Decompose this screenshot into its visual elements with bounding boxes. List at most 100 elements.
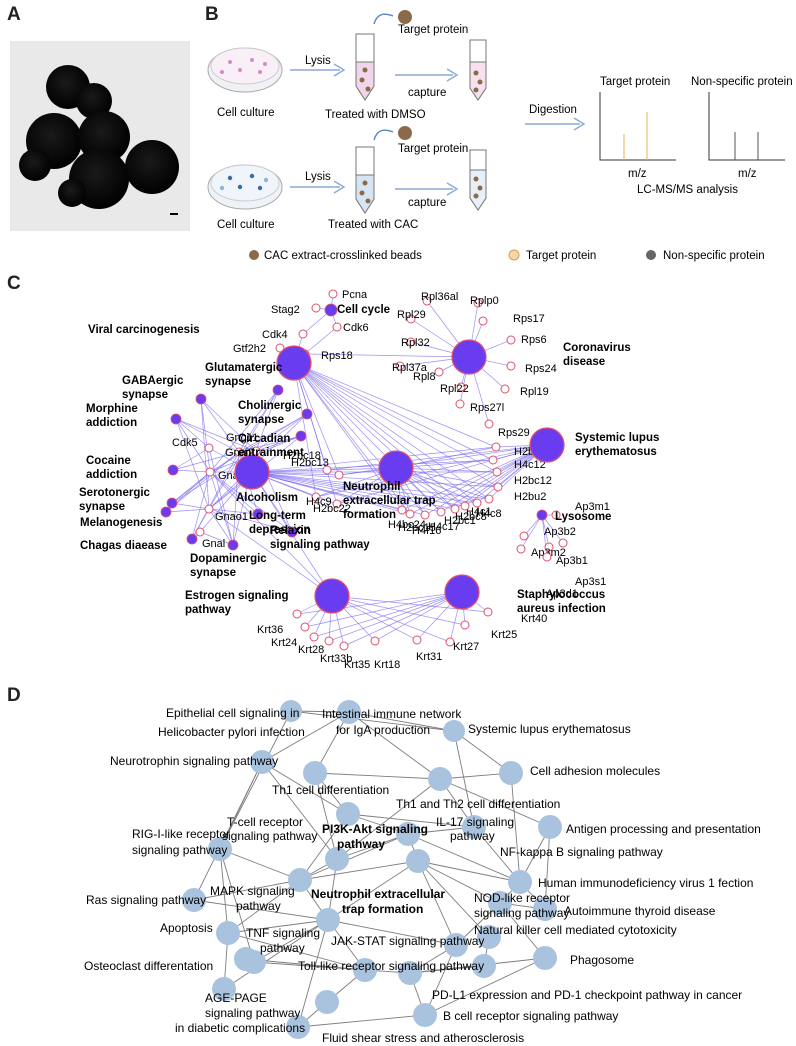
network-edge xyxy=(172,447,210,471)
gene-label-rpl22: Rpl22 xyxy=(440,383,469,395)
gene-label-rps17: Rps17 xyxy=(513,313,545,325)
label-target-protein-top: Target protein xyxy=(398,24,468,36)
gene-label-rpl8: Rpl8 xyxy=(413,371,436,383)
d-label-signaling-pathway: signaling pathway xyxy=(222,829,317,843)
d-label-ras-signaling-pathway: Ras signaling pathway xyxy=(86,893,206,907)
network-edge xyxy=(238,389,279,453)
d-edge xyxy=(327,919,457,946)
d-label-mapk-signaling: MAPK signaling xyxy=(210,884,295,898)
network-edge xyxy=(191,508,210,540)
label-lcms: LC-MS/MS analysis xyxy=(637,184,738,196)
network-edge xyxy=(331,595,451,643)
d-node xyxy=(428,767,452,791)
d-node xyxy=(208,837,232,861)
network-edge xyxy=(175,418,240,453)
d-node xyxy=(337,700,361,724)
label-digestion: Digestion xyxy=(529,104,577,116)
d-label-signaling-pathway: signaling pathway xyxy=(474,906,569,920)
hub-node-melanogenesis xyxy=(160,506,172,518)
d-edge xyxy=(327,860,419,921)
d-label-trap-formation: trap formation xyxy=(342,902,423,916)
network-edge xyxy=(409,444,548,515)
network-edge xyxy=(251,471,478,504)
d-label-phagosome: Phagosome xyxy=(570,953,634,967)
d-edge xyxy=(348,711,455,732)
gene-label-rps24: Rps24 xyxy=(525,363,557,375)
d-label-signaling-pathway: signaling pathway xyxy=(205,1006,300,1020)
gene-label-h2bu2: H2bu2 xyxy=(514,491,546,503)
label-lysis-top: Lysis xyxy=(305,55,331,67)
gene-node-rplp0 xyxy=(473,298,483,308)
legend-beads: CAC extract-crosslinked beads xyxy=(264,250,422,262)
d-label-helicobacter-pylori-infection: Helicobacter pylori infection xyxy=(158,725,305,739)
gene-node-rpl36al xyxy=(422,296,432,306)
gene-node-rpl29 xyxy=(406,314,416,324)
network-edge xyxy=(165,508,210,513)
network-edge xyxy=(251,471,466,507)
d-node xyxy=(488,891,512,915)
gene-node-h4c9 xyxy=(311,492,321,502)
d-edge xyxy=(336,778,441,860)
dish-bottom-icon xyxy=(207,164,283,210)
d-node xyxy=(303,761,327,785)
network-edge xyxy=(172,451,240,471)
gene-label-krt25: Krt25 xyxy=(491,629,517,641)
gene-label-pcna: Pcna xyxy=(342,289,368,301)
gene-label-h4f16: H4f16 xyxy=(412,525,441,537)
d-edge xyxy=(336,833,409,860)
network-edge xyxy=(338,444,548,476)
d-node xyxy=(538,815,562,839)
gene-node-krt35 xyxy=(339,641,349,651)
label-lysis-bottom: Lysis xyxy=(305,171,331,183)
gene-node-h2bc1 xyxy=(450,504,460,514)
network-edge xyxy=(175,418,210,510)
network-edge xyxy=(171,451,240,504)
gene-label-h2bc1: H2bc1 xyxy=(444,515,476,527)
d-node xyxy=(315,990,339,1014)
gene-node-rps17 xyxy=(478,316,488,326)
d-label-systemic-lupus-erythematosus: Systemic lupus erythematosus xyxy=(468,722,631,736)
hub-node-coronavirus-disease xyxy=(451,339,487,375)
tube-icons xyxy=(355,33,487,214)
d-node xyxy=(286,1015,310,1039)
d-node xyxy=(499,761,523,785)
d-label-tnf-signaling: TNF signaling xyxy=(246,926,320,940)
gene-label-h4bc24: H4bc24 xyxy=(388,519,426,531)
d-edge xyxy=(409,965,485,974)
gene-label-rpl36al: Rpl36al xyxy=(421,291,458,303)
network-edge xyxy=(293,362,442,513)
network-edge xyxy=(165,451,240,513)
d-node xyxy=(533,897,557,921)
d-label-signaling-pathway: signaling pathway xyxy=(132,843,227,857)
gene-label-ap3d1: Ap3d1 xyxy=(546,588,578,600)
d-label-t-cell-receptor: T-cell receptor xyxy=(227,815,303,829)
network-edge xyxy=(293,362,317,498)
hub-label-chagas-diaease: Chagas diaease xyxy=(80,540,167,552)
gene-node-krt33b xyxy=(324,636,334,646)
d-label-th1-and-th2-cell-differentiation: Th1 and Th2 cell differentiation xyxy=(396,797,560,811)
network-edge xyxy=(293,362,499,488)
legend-target: Target protein xyxy=(526,250,596,262)
network-edge xyxy=(293,362,497,448)
gene-label-h2bc22: H2bc22 xyxy=(313,503,351,515)
network-edge xyxy=(328,591,463,642)
network-edge xyxy=(541,514,550,548)
network-edge xyxy=(326,444,548,471)
network-edge xyxy=(293,362,478,504)
d-edge xyxy=(227,879,301,934)
d-node xyxy=(406,849,430,873)
network-edge xyxy=(200,398,240,453)
network-edge xyxy=(209,471,293,533)
d-label-il-17-signaling: IL-17 signaling xyxy=(436,815,514,829)
hub-node-glutamatergic-synapse xyxy=(272,384,284,396)
gene-label-h2bc8: H2bc8 xyxy=(455,511,487,523)
target-protein-icon xyxy=(508,249,520,261)
d-node xyxy=(413,1003,437,1027)
d-edge xyxy=(297,919,329,1028)
d-edge xyxy=(424,957,546,1016)
d-label-pathway: pathway xyxy=(337,837,385,851)
network-edge xyxy=(255,435,302,452)
d-edge xyxy=(348,711,441,780)
